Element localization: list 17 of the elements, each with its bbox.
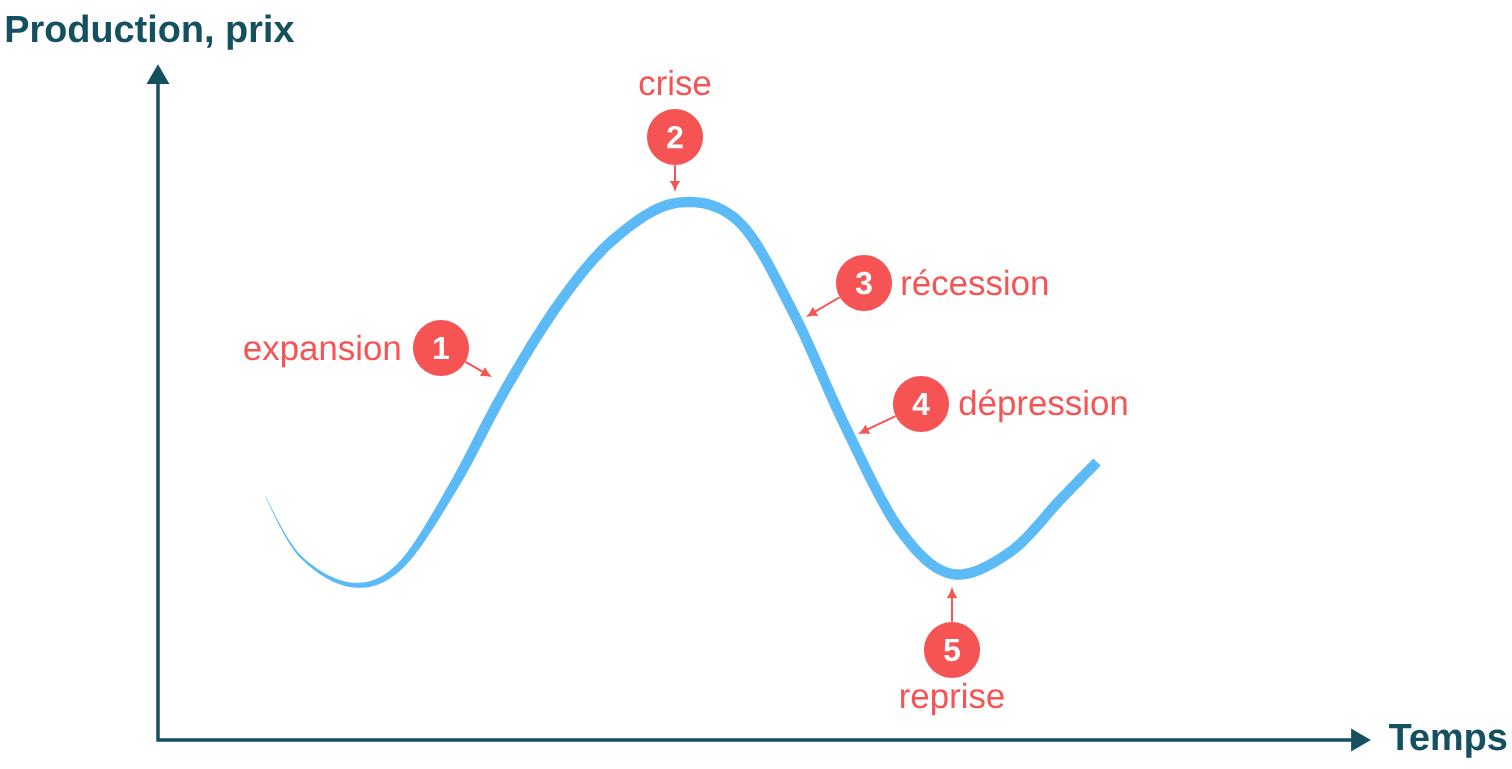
phase-label: reprise	[901, 682, 1004, 716]
phase-label: récession	[902, 269, 1048, 296]
axis-label: Production, prix	[6, 14, 295, 50]
callout-number: 1	[413, 320, 469, 376]
leader-arrow	[807, 296, 841, 317]
callout-number: 2	[647, 109, 703, 165]
leader-arrow	[859, 415, 897, 434]
phase-label: dépression	[959, 389, 1127, 423]
phase-label: crise	[639, 69, 711, 96]
callout-number: 3	[836, 255, 892, 311]
callout-number: 4	[893, 376, 949, 432]
axis-label: Temps	[1389, 723, 1507, 758]
phase-label: expansion	[244, 334, 400, 368]
leader-arrow	[947, 589, 957, 623]
callout-number: 5	[924, 622, 980, 678]
leader-arrow	[464, 360, 491, 377]
leader-arrow	[670, 164, 680, 190]
